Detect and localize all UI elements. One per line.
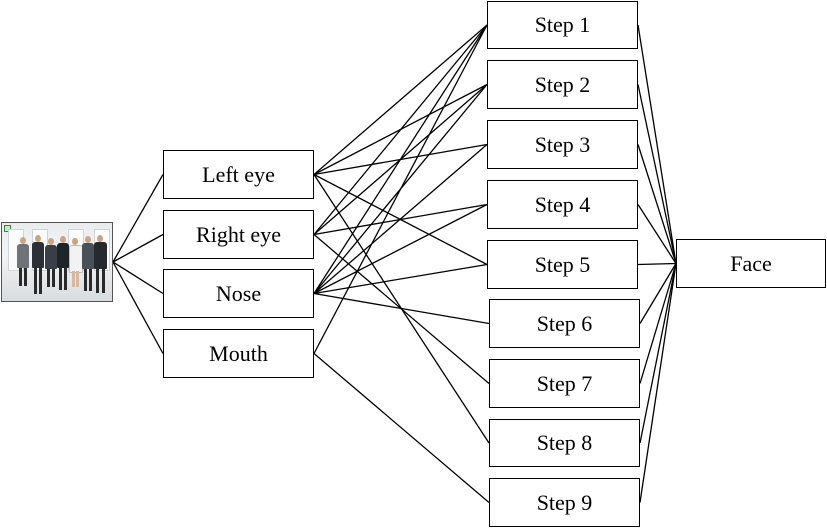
selection-marker: [4, 225, 11, 232]
edge-left_eye-to-s1: [313, 24, 488, 175]
edge-s4-to-face: [637, 204, 677, 264]
step-2-box: Step 2: [487, 60, 638, 109]
feature-label: Left eye: [202, 161, 275, 187]
edge-right_eye-to-s1: [313, 24, 488, 235]
step-3-box: Step 3: [487, 120, 638, 169]
feature-right-eye-box: Right eye: [163, 210, 314, 259]
edge-s8-to-face: [639, 263, 677, 444]
edge-image-to-nose: [112, 261, 164, 295]
output-label: Face: [730, 250, 772, 276]
edge-s6-to-face: [639, 263, 677, 324]
feature-left-eye-box: Left eye: [163, 150, 314, 199]
step-label: Step 6: [536, 310, 593, 336]
step-label: Step 4: [534, 191, 591, 217]
feature-nose-box: Nose: [163, 269, 314, 318]
step-8-box: Step 8: [489, 419, 640, 467]
feature-mouth-box: Mouth: [163, 329, 314, 378]
edge-s3-to-face: [637, 144, 677, 264]
step-4-box: Step 4: [487, 180, 638, 229]
edge-nose-to-s3: [313, 144, 488, 294]
step-label: Step 7: [536, 370, 593, 396]
edge-s2-to-face: [637, 84, 677, 264]
step-label: Step 2: [534, 71, 591, 97]
edge-image-to-mouth: [112, 261, 164, 354]
step-7-box: Step 7: [489, 359, 640, 408]
step-label: Step 3: [534, 131, 591, 157]
edge-nose-to-s6: [313, 292, 490, 325]
edge-nose-to-s1: [313, 24, 488, 294]
step-6-box: Step 6: [489, 299, 640, 348]
edge-mouth-to-s9: [313, 353, 490, 503]
step-1-box: Step 1: [487, 1, 638, 49]
edge-nose-to-s5: [313, 263, 488, 295]
edge-image-to-left_eye: [112, 174, 164, 263]
edge-s7-to-face: [639, 263, 677, 384]
output-face-box: Face: [676, 239, 826, 288]
feature-label: Nose: [215, 280, 262, 306]
step-label: Step 5: [534, 251, 591, 277]
edge-nose-to-s4: [313, 203, 488, 295]
edge-s5-to-face: [637, 262, 677, 266]
step-label: Step 1: [534, 12, 591, 37]
edge-s9-to-face: [639, 263, 677, 503]
feature-label: Right eye: [196, 221, 281, 247]
edge-s1-to-face: [637, 24, 677, 264]
step-label: Step 8: [536, 430, 593, 455]
edge-mouth-to-s1: [313, 24, 488, 354]
step-5-box: Step 5: [487, 240, 638, 289]
feature-label: Mouth: [209, 340, 268, 366]
edge-image-to-right_eye: [112, 233, 164, 263]
group-photo-icon: [1, 222, 113, 302]
step-9-box: Step 9: [489, 478, 640, 527]
step-label: Step 9: [536, 489, 593, 515]
